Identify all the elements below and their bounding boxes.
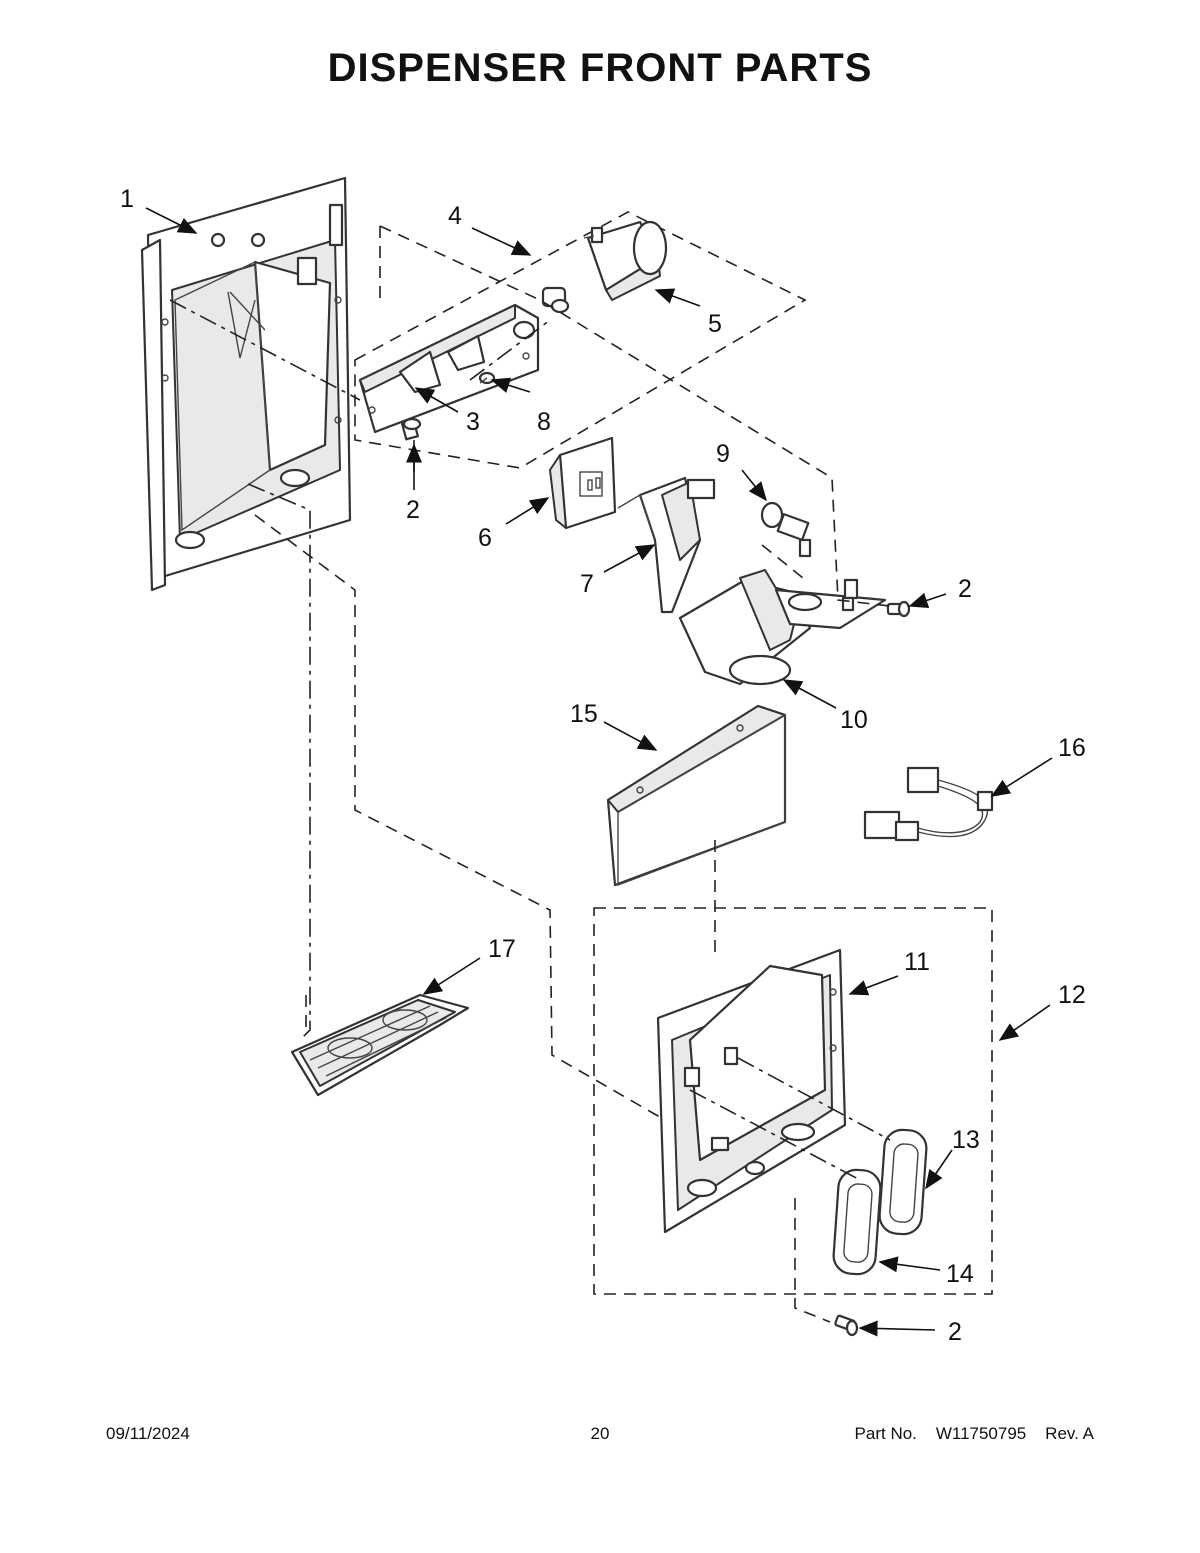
callout-9: 9 xyxy=(716,440,730,468)
callout-17: 17 xyxy=(488,935,516,963)
part-number-value: W11750795 xyxy=(935,1424,1027,1443)
callout-13: 13 xyxy=(952,1126,980,1154)
callout-5: 5 xyxy=(708,310,722,338)
callout-6: 6 xyxy=(478,524,492,552)
part-16-wire-harness xyxy=(863,766,994,842)
part-11-lower-housing xyxy=(656,948,847,1234)
callout-3: 3 xyxy=(466,408,480,436)
callout-15: 15 xyxy=(570,700,598,728)
part-15-cover-panel xyxy=(606,704,787,887)
callout-arrows xyxy=(145,207,1053,1337)
part-13-paddle xyxy=(878,1128,928,1236)
part-6-switch-cover xyxy=(549,436,617,530)
callout-7: 7 xyxy=(580,570,594,598)
footer-part-number: Part No. W11750795 Rev. A xyxy=(855,1424,1094,1444)
callout-10: 10 xyxy=(840,706,868,734)
part-2-screw-b xyxy=(886,600,911,618)
callout-16: 16 xyxy=(1058,734,1086,762)
callout-2-upper: 2 xyxy=(406,496,420,524)
callout-2-right: 2 xyxy=(958,575,972,603)
part-9-water-valve xyxy=(760,501,812,558)
callout-8: 8 xyxy=(537,408,551,436)
part-10-ice-chute xyxy=(678,569,887,686)
part-14-paddle xyxy=(832,1168,882,1276)
part-3-actuator-bracket xyxy=(358,303,540,434)
revision-label: Rev. A xyxy=(1045,1424,1094,1443)
part-2-screw-a xyxy=(401,417,422,441)
part-2-screw-c xyxy=(834,1314,859,1337)
footer-page-number: 20 xyxy=(590,1424,610,1443)
part-4-cam xyxy=(541,286,570,314)
part-number-label: Part No. xyxy=(854,1424,917,1443)
part-7-ice-chute-door xyxy=(617,476,716,614)
page-title: DISPENSER FRONT PARTS xyxy=(327,46,873,90)
assembly-lines xyxy=(169,225,891,1323)
part-8-screw xyxy=(478,371,496,385)
part-5-motor xyxy=(583,220,668,301)
callout-labels: 1 4 5 3 8 2 6 9 7 2 10 15 16 17 11 12 13… xyxy=(120,185,1086,1346)
callout-11: 11 xyxy=(904,948,930,976)
callout-12: 12 xyxy=(1058,981,1086,1009)
footer-date: 09/11/2024 xyxy=(106,1424,190,1443)
callout-2-bottom: 2 xyxy=(948,1318,962,1346)
part-17-drip-tray xyxy=(290,993,470,1097)
callout-4: 4 xyxy=(448,202,462,230)
part-1-dispenser-housing xyxy=(140,176,352,592)
callout-1: 1 xyxy=(120,185,134,213)
part-12-group-outline xyxy=(593,907,993,1295)
callout-14: 14 xyxy=(946,1260,974,1288)
part-4-group-outline xyxy=(354,211,807,469)
